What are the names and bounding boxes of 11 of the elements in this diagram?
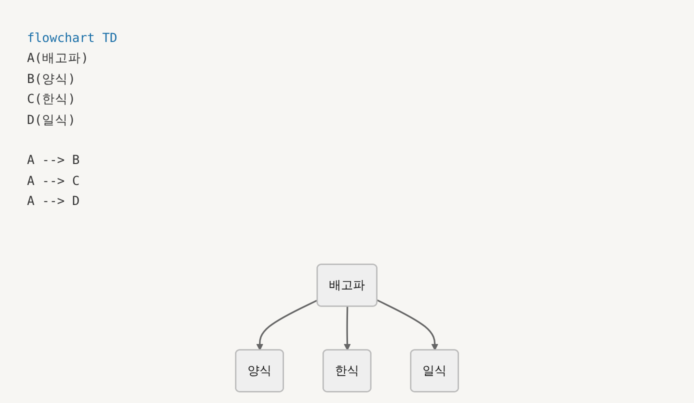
code-line: A --> D bbox=[27, 192, 81, 210]
code-line: flowchart TD bbox=[27, 29, 118, 47]
code-line: C(한식) bbox=[27, 90, 77, 108]
code-line: A --> C bbox=[27, 172, 81, 190]
code-line: A(배고파) bbox=[27, 49, 90, 68]
arrow bbox=[376, 300, 438, 351]
arrow bbox=[256, 300, 318, 351]
arrow bbox=[344, 306, 351, 351]
code-line: D(일식) bbox=[27, 110, 77, 129]
code-line: A --> B bbox=[27, 151, 81, 170]
code-line: B(양식) bbox=[27, 70, 77, 88]
